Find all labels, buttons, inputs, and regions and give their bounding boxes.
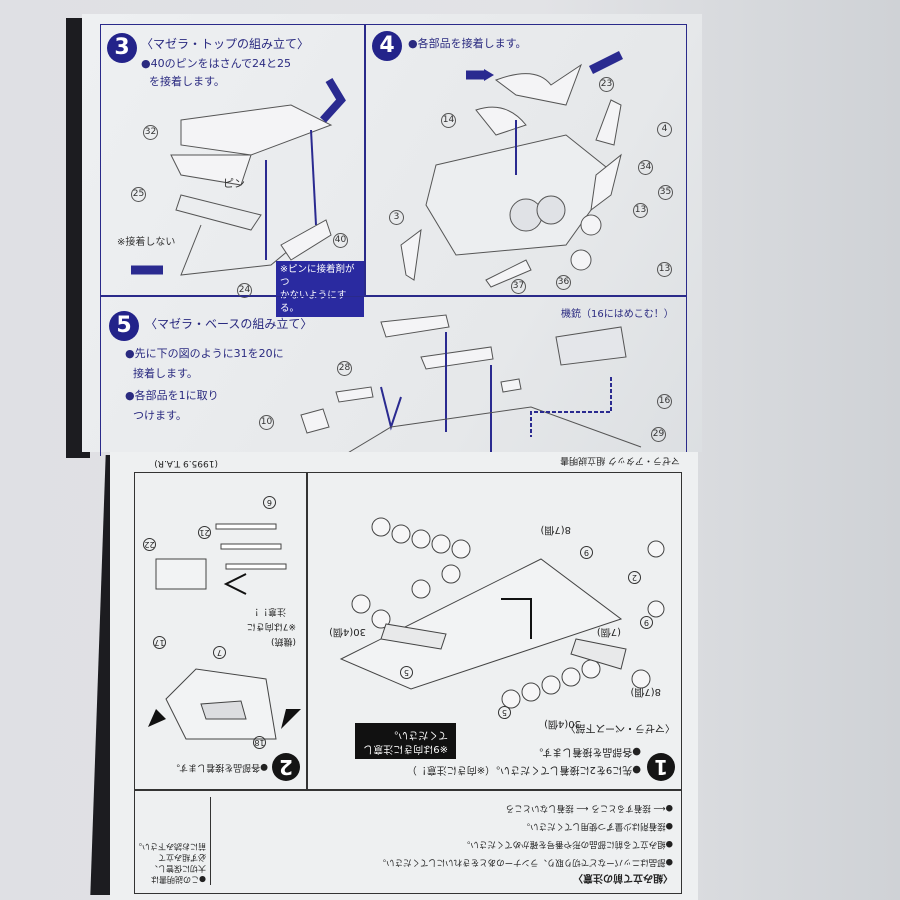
part-label: 14 [441, 113, 456, 128]
part-label: 29 [651, 427, 666, 442]
part-label: 32 [143, 125, 158, 140]
part-label: 9 [580, 546, 593, 559]
part-label: 5 [498, 706, 511, 719]
step5-panel: 5 〈マゼラ・ベースの組み立て〉 ●先に下の図のように31を20に 接着します。… [100, 296, 687, 457]
part-label: 35 [658, 185, 673, 200]
part-label: 6 [263, 496, 276, 509]
qty-label: 8(7個) [630, 686, 661, 697]
step4-diagram [400, 50, 624, 288]
step1-diagram [339, 517, 665, 709]
instruction-text: ●先に下の図のように31を20に [125, 347, 284, 360]
print-date: (1995.9 T.A.R) [154, 458, 218, 468]
part-label: 23 [599, 77, 614, 92]
step4-panel: 4 ●各部品を接着します。 23 14 4 34 35 13 3 37 36 1… [365, 24, 687, 296]
sheet-header: マゼラ・アタック 組立説明書 [560, 455, 680, 465]
pin-label: ピン [223, 177, 245, 190]
step3-diagram [131, 77, 346, 276]
step5-diagram [300, 314, 642, 457]
instruction-text: 接着します。 [133, 367, 198, 380]
step-title: 〈マゼラ・ベースの組み立て〉 [145, 317, 313, 331]
note-line: ●部品はニッパーなどで切り取り、ランナーのあとをきれいにしてください。 [377, 857, 673, 867]
qty-label: (7個) [596, 626, 621, 637]
no-glue-note: ※接着しない [117, 237, 176, 248]
step-title: ●各部品を接着します。 [408, 37, 527, 50]
instruction-sheet-bottom: 〈組み立て前の注意〉 ●部品はニッパーなどで切り取り、ランナーのあとをきれいにし… [110, 452, 698, 900]
step-number: 5 [109, 311, 139, 341]
part-label: 37 [511, 279, 526, 294]
qty-label: 30(4個) [329, 626, 366, 637]
part-label: 5 [400, 666, 413, 679]
part-label: 17 [153, 636, 166, 649]
part-label: 9 [640, 616, 653, 629]
qty-label: 8(7個) [540, 524, 571, 535]
instruction-text: つけます。 [133, 409, 187, 422]
pin-glue-warning: ※ピンに接着剤がつかないようにする。 [276, 261, 364, 317]
instruction-sheet-top: 3 〈マゼラ・トップの組み立て〉 ●40のピンをはさんで24と25 を接着します… [82, 14, 702, 457]
gun-label: 機銃（16にはめこむ！） [561, 309, 674, 320]
part-label: 28 [337, 361, 352, 376]
note-line: ●接着剤は少量ずつ使用してください。 [521, 821, 673, 831]
part-label: 7 [213, 646, 226, 659]
step1-panel: 1 ●先に9を2に接着してください。（※向きに注意！） ●各部品を接着します。 … [307, 472, 682, 790]
instruction-text: ●各部品を1に取り [125, 389, 219, 402]
step3-panel: 3 〈マゼラ・トップの組み立て〉 ●40のピンをはさんで24と25 を接着します… [100, 24, 365, 317]
notes-title: 〈組み立て前の注意〉 [573, 872, 673, 883]
part-label: 36 [556, 275, 571, 290]
part-label: 13 [633, 203, 648, 218]
part-label: 2 [628, 571, 641, 584]
note-line: ●組み立てる前に部品の形や番号を確かめてください。 [461, 839, 673, 849]
step2-diagram [148, 523, 301, 740]
part-label: 4 [657, 122, 672, 137]
part-label: 40 [333, 233, 348, 248]
step-number: 4 [372, 31, 402, 61]
note-line: ●⟵ 接着するところ ⟵ 接着しないところ [505, 803, 673, 813]
part-label: 13 [657, 262, 672, 277]
part-label: 25 [131, 187, 146, 202]
part-label: 3 [389, 210, 404, 225]
instruction-text: ●40のピンをはさんで24と25 [141, 57, 292, 70]
part-label: 34 [638, 160, 653, 175]
notes-side-box: ●この説明書は 大切に保管し、 必ず組み立て 前にお読み下さい。 [134, 797, 211, 885]
step-title: 〈マゼラ・トップの組み立て〉 [141, 37, 310, 51]
notes-panel: 〈組み立て前の注意〉 ●部品はニッパーなどで切り取り、ランナーのあとをきれいにし… [134, 790, 682, 894]
qty-label: 30(4個) [544, 718, 581, 729]
part-label: 24 [237, 283, 252, 298]
part-label: 22 [143, 538, 156, 551]
part-label: 21 [198, 526, 211, 539]
part-label: 10 [259, 415, 274, 430]
part-label: 16 [657, 394, 672, 409]
step-number: 3 [107, 33, 137, 63]
step2-panel: 2 ●各部品を接着します。 (機銃) ※7は向きに 注意！！ 22 21 6 1… [134, 472, 307, 790]
instruction-text: を接着します。 [149, 75, 225, 88]
part-label: 18 [253, 736, 266, 749]
